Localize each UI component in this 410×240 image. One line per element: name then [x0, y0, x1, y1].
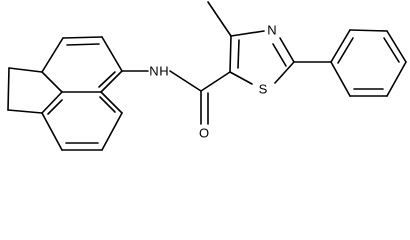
bond-upper-ring-2 [62, 36, 103, 39]
bond-c4-n3 [230, 30, 265, 37]
bond-c5-c4-inner [237, 39, 240, 69]
bond-upper-ring-2-inner [66, 43, 100, 46]
bond-lower-ring-1-inner [47, 99, 63, 115]
atom-label-ring-s: S [259, 82, 268, 97]
bond-upper-ring-4-inner [98, 71, 116, 88]
bond-c5-c4 [229, 35, 232, 73]
bond-upper-ring-1 [41, 37, 64, 73]
bond-lower-ring-5-inner [99, 96, 116, 113]
bond-phenyl-4 [386, 61, 407, 97]
bond-ch2-ch2 [7, 67, 10, 111]
bond-upper-ring-4 [100, 70, 123, 93]
bond-lower-ring-4 [101, 112, 123, 151]
atom-label-amide-h: H [159, 64, 168, 79]
bond-phenyl-1-inner [337, 37, 354, 64]
bond-c2-s1 [274, 61, 295, 84]
bond-n3-c2 [279, 37, 295, 63]
bond-ch2-ring-bottom [7, 109, 43, 114]
molecule-diagram: N H O S N [7, 1, 407, 151]
bond-upper-ring-3 [101, 36, 123, 72]
bond-phenyl-6 [330, 61, 351, 97]
bond-ch2-ring-top [8, 67, 43, 73]
bond-lower-ring-2 [41, 112, 63, 151]
bond-phenyl-3-inner [383, 37, 400, 63]
bond-upper-ring-6 [41, 71, 63, 93]
bond-n3-c2-inner [272, 43, 287, 67]
bond-c4-methyl [207, 1, 232, 37]
bond-lower-ring-1 [41, 91, 63, 114]
structure-svg: N H O S N [7, 1, 407, 151]
bond-lower-ring-5 [100, 91, 123, 114]
atom-label-carbonyl-o: O [199, 126, 209, 141]
bond-nh-carbonyl [169, 70, 202, 92]
atom-label-ring-n: N [267, 23, 276, 38]
atom-label-amide-n: N [149, 64, 158, 79]
bond-carbonyl-c5 [200, 71, 231, 92]
bond-s1-c5 [229, 71, 253, 85]
bond-phenyl-3 [386, 30, 407, 63]
bond-phenyl-1 [330, 29, 351, 63]
bond-phenyl-2 [349, 29, 388, 32]
